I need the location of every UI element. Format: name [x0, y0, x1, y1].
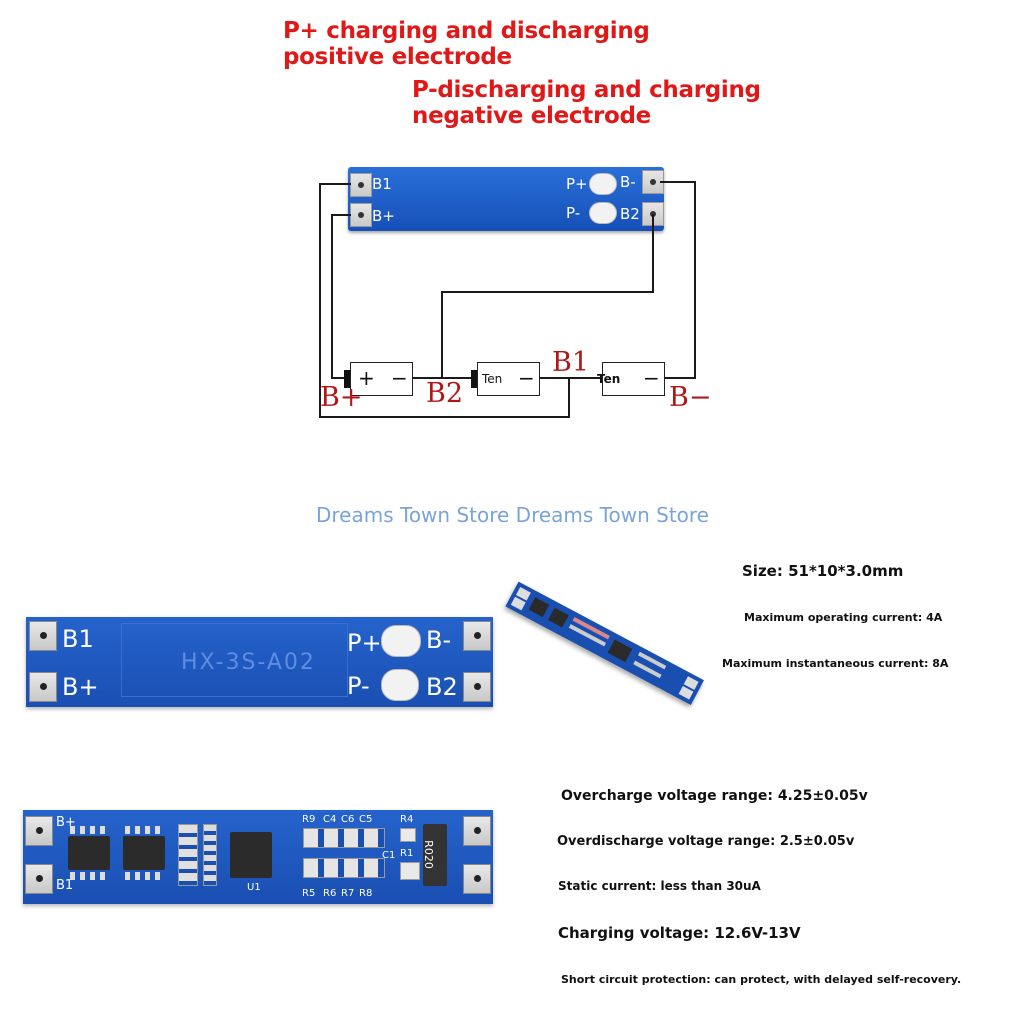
- mosfet-chip-1: [68, 836, 110, 870]
- front-silk-b-minus: B-: [426, 626, 452, 654]
- silk-p-minus: P-: [566, 204, 581, 222]
- mosfet-chip-2: [123, 836, 165, 870]
- cell-plus-sign: +: [358, 366, 375, 390]
- front-silk-p-minus: P-: [347, 672, 370, 700]
- pad-oval-p-minus: [589, 202, 617, 224]
- board-front-photo: B1 B+ HX-3S-A02 P+ B- P- B2: [26, 617, 493, 707]
- component-row-bottom: [303, 858, 385, 878]
- spec-overdischarge: Overdischarge voltage range: 2.5±0.05v: [557, 834, 855, 849]
- silk-c4: C4: [323, 814, 337, 825]
- front-silk-b-plus: B+: [62, 673, 99, 701]
- p-minus-note-line2: negative electrode: [412, 103, 651, 129]
- p-plus-note-line1: P+ charging and discharging: [283, 18, 650, 44]
- spec-size: Size: 51*10*3.0mm: [742, 562, 904, 580]
- silk-p-plus: P+: [566, 175, 588, 193]
- battery-terminal: [344, 370, 350, 388]
- component-c1: [400, 862, 420, 880]
- diagram-pcb-board: B1 B+ P+ B- P- B2: [348, 167, 664, 231]
- resistor-column: [178, 824, 198, 886]
- spec-short-circuit: Short circuit protection: can protect, w…: [561, 973, 962, 986]
- sense-resistor: [423, 824, 447, 886]
- front-silk-b2: B2: [426, 673, 458, 701]
- silk-r6: R6: [323, 888, 337, 899]
- ic-u1: [230, 832, 272, 878]
- front-oval-p-minus: [381, 669, 419, 701]
- spec-max-operating: Maximum operating current: 4A: [744, 611, 943, 624]
- cell-minus-sign: −: [518, 366, 535, 390]
- silk-r4: R4: [400, 814, 414, 825]
- front-pad-b2: [463, 672, 491, 702]
- back-silk-b1: B1: [56, 878, 74, 893]
- back-pad-right-bottom: [463, 864, 491, 894]
- silk-c6: C6: [341, 814, 355, 825]
- spec-static-current: Static current: less than 30uA: [558, 879, 761, 893]
- silk-c5: C5: [359, 814, 373, 825]
- p-plus-note-line2: positive electrode: [283, 44, 512, 70]
- front-pad-b-minus: [463, 621, 491, 651]
- label-b2: B2: [426, 378, 464, 409]
- silk-c1: C1: [382, 850, 396, 861]
- label-column-r: [203, 824, 217, 886]
- back-pad-right-top: [463, 816, 491, 846]
- p-minus-note-line1: P-discharging and charging: [412, 77, 761, 103]
- board-back-photo: B+ B1 R9 C4 C6 C5 R4 R5 R6 R7 R8 U1 C1 R…: [23, 810, 493, 904]
- back-pad-b-plus: [25, 816, 53, 846]
- front-pad-b1: [29, 621, 57, 651]
- front-model-text: HX-3S-A02: [181, 650, 316, 675]
- board-angled-photo: [505, 581, 704, 705]
- label-b-plus: B+: [320, 382, 363, 413]
- front-silk-b1: B1: [62, 625, 94, 653]
- store-watermark: Dreams Town Store Dreams Town Store: [316, 503, 709, 527]
- spec-max-instantaneous: Maximum instantaneous current: 8A: [722, 657, 949, 670]
- silk-b2: B2: [620, 205, 640, 223]
- front-silk-p-plus: P+: [347, 629, 382, 657]
- label-b-minus: B−: [669, 382, 712, 413]
- battery-cell-1: + −: [344, 362, 413, 396]
- cell-ten-label: Ten: [597, 372, 621, 386]
- pad-b-plus: [350, 203, 372, 227]
- silk-r020: R020: [421, 840, 435, 869]
- battery-terminal: [471, 370, 477, 388]
- front-copper-outline: [121, 623, 348, 697]
- silk-b1: B1: [372, 175, 392, 193]
- silk-b-plus: B+: [372, 207, 395, 225]
- battery-cell-3: Ten −: [597, 362, 665, 396]
- pad-b1: [350, 173, 372, 197]
- component-r4: [400, 828, 416, 842]
- cell-minus-sign: −: [391, 366, 408, 390]
- spec-charging-voltage: Charging voltage: 12.6V-13V: [558, 924, 801, 942]
- front-pad-b-plus: [29, 672, 57, 702]
- cell-minus-sign: −: [643, 366, 660, 390]
- silk-r7: R7: [341, 888, 355, 899]
- silk-r5: R5: [302, 888, 316, 899]
- silk-b-minus: B-: [620, 173, 636, 191]
- spec-overcharge: Overcharge voltage range: 4.25±0.05v: [561, 788, 868, 804]
- cell-ten-label: Ten: [482, 372, 503, 386]
- pad-oval-p-plus: [589, 173, 617, 195]
- silk-r8: R8: [359, 888, 373, 899]
- label-b1: B1: [552, 347, 590, 378]
- front-oval-p-plus: [381, 625, 421, 657]
- component-row-top: [303, 828, 385, 848]
- back-pad-b1: [25, 864, 53, 894]
- battery-cell-2: Ten −: [471, 362, 540, 396]
- silk-r9: R9: [302, 814, 316, 825]
- silk-u1: U1: [247, 882, 261, 893]
- silk-r1: R1: [400, 848, 414, 859]
